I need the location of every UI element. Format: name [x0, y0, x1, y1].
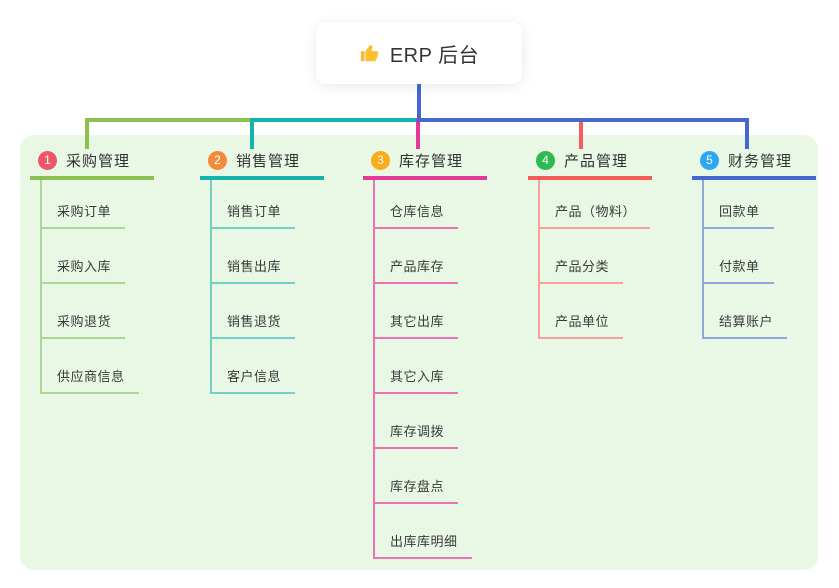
- child-node[interactable]: 产品分类: [540, 229, 624, 284]
- branch-children: 回款单 付款单 结算账户: [702, 180, 788, 339]
- branch-number-badge: 5: [700, 151, 719, 170]
- child-label: 产品单位: [555, 314, 610, 329]
- child-node[interactable]: 采购入库: [42, 229, 126, 284]
- child-label: 回款单: [719, 204, 760, 219]
- branch-node-purchase[interactable]: 1 采购管理: [30, 145, 155, 180]
- child-node[interactable]: 回款单: [704, 180, 774, 229]
- child-label: 付款单: [719, 259, 760, 274]
- child-node[interactable]: 销售退货: [212, 284, 296, 339]
- child-node[interactable]: 付款单: [704, 229, 774, 284]
- child-node[interactable]: 采购订单: [42, 180, 126, 229]
- branch-finance: 5 财务管理 回款单 付款单 结算账户: [692, 145, 817, 339]
- branch-label: 财务管理: [728, 153, 793, 170]
- branch-children: 采购订单 采购入库 采购退货 供应商信息: [40, 180, 139, 394]
- child-label: 库存盘点: [390, 479, 445, 494]
- child-node[interactable]: 产品（物料）: [540, 180, 651, 229]
- child-node[interactable]: 库存调拨: [375, 394, 459, 449]
- branch-children: 仓库信息 产品库存 其它出库 其它入库 库存调拨 库存盘点 出库库明细: [373, 180, 472, 559]
- branch-label: 产品管理: [564, 153, 629, 170]
- thumbs-up-icon: [359, 42, 381, 64]
- child-node[interactable]: 结算账户: [704, 284, 788, 339]
- branch-node-product[interactable]: 4 产品管理: [528, 145, 653, 180]
- branch-purchase: 1 采购管理 采购订单 采购入库 采购退货 供应商信息: [30, 145, 155, 394]
- branch-number-badge: 3: [371, 151, 390, 170]
- branch-product: 4 产品管理 产品（物料） 产品分类 产品单位: [528, 145, 653, 339]
- child-node[interactable]: 出库库明细: [375, 504, 472, 559]
- branch-sales: 2 销售管理 销售订单 销售出库 销售退货 客户信息: [200, 145, 325, 394]
- child-label: 采购订单: [57, 204, 112, 219]
- child-label: 产品（物料）: [555, 204, 637, 219]
- branch-number-badge: 1: [38, 151, 57, 170]
- root-title: ERP 后台: [389, 44, 480, 67]
- child-label: 出库库明细: [390, 534, 458, 549]
- child-label: 产品库存: [390, 259, 445, 274]
- child-label: 结算账户: [719, 314, 774, 329]
- branch-label: 采购管理: [66, 153, 131, 170]
- child-label: 产品分类: [555, 259, 610, 274]
- child-node[interactable]: 仓库信息: [375, 180, 459, 229]
- child-node[interactable]: 库存盘点: [375, 449, 459, 504]
- branch-children: 产品（物料） 产品分类 产品单位: [538, 180, 651, 339]
- child-node[interactable]: 产品单位: [540, 284, 624, 339]
- branch-label: 销售管理: [236, 153, 301, 170]
- child-node[interactable]: 其它出库: [375, 284, 459, 339]
- child-label: 仓库信息: [390, 204, 445, 219]
- root-node[interactable]: ERP 后台: [316, 22, 522, 84]
- child-label: 库存调拨: [390, 424, 445, 439]
- branches-panel: [20, 135, 818, 570]
- child-label: 销售出库: [227, 259, 282, 274]
- child-label: 供应商信息: [57, 369, 125, 384]
- child-node[interactable]: 其它入库: [375, 339, 459, 394]
- branch-number-badge: 4: [536, 151, 555, 170]
- child-node[interactable]: 产品库存: [375, 229, 459, 284]
- child-label: 销售退货: [227, 314, 282, 329]
- child-label: 销售订单: [227, 204, 282, 219]
- child-node[interactable]: 客户信息: [212, 339, 296, 394]
- child-node[interactable]: 销售出库: [212, 229, 296, 284]
- child-label: 其它入库: [390, 369, 445, 384]
- child-label: 客户信息: [227, 369, 282, 384]
- branch-inventory: 3 库存管理 仓库信息 产品库存 其它出库 其它入库 库存调拨 库存盘点 出库库…: [363, 145, 488, 559]
- branch-number-badge: 2: [208, 151, 227, 170]
- branch-node-inventory[interactable]: 3 库存管理: [363, 145, 488, 180]
- branch-node-finance[interactable]: 5 财务管理: [692, 145, 817, 180]
- child-node[interactable]: 销售订单: [212, 180, 296, 229]
- branch-label: 库存管理: [399, 153, 464, 170]
- child-label: 其它出库: [390, 314, 445, 329]
- branch-children: 销售订单 销售出库 销售退货 客户信息: [210, 180, 296, 394]
- child-node[interactable]: 采购退货: [42, 284, 126, 339]
- branch-node-sales[interactable]: 2 销售管理: [200, 145, 325, 180]
- child-label: 采购入库: [57, 259, 112, 274]
- child-node[interactable]: 供应商信息: [42, 339, 139, 394]
- child-label: 采购退货: [57, 314, 112, 329]
